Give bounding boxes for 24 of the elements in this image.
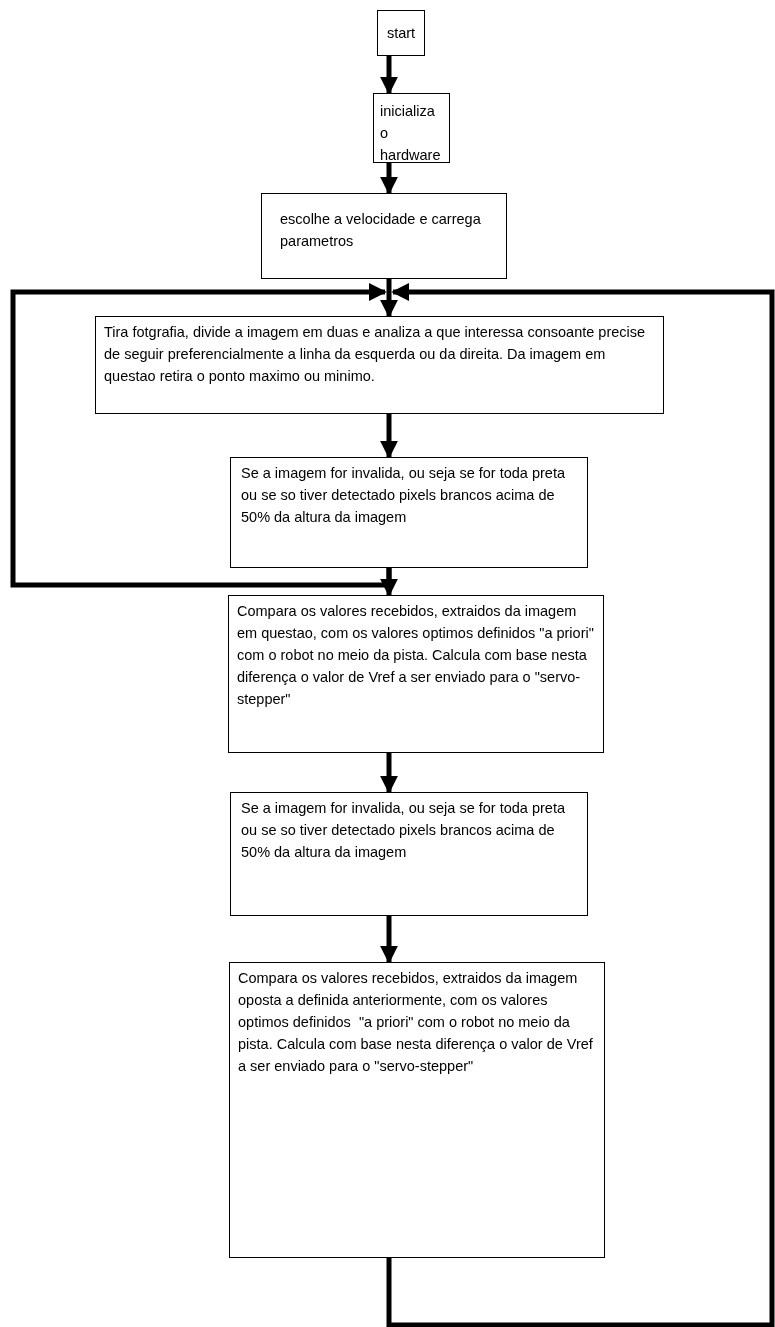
arrow xyxy=(380,414,398,459)
process-box xyxy=(230,792,588,916)
arrow xyxy=(380,753,398,794)
process-box xyxy=(95,316,664,414)
process-box xyxy=(229,962,605,1258)
process-box xyxy=(377,10,425,56)
box-text: Se a imagem for invalida, ou seja se for toda preta ou se so tiver detectado pixels brancos acima de 50% da altura da imagem xyxy=(241,800,566,860)
arrow xyxy=(380,56,398,95)
box-text: Compara os valores recebidos, extraidos da imagem em questao, com os valores optimos definidos "a priori" com o robot no meio da pista. Calcula com base nesta diferença o valor de Vref a ser enviado para o "servo-stepper" xyxy=(237,603,595,707)
box-text: inicializa o hardware xyxy=(380,103,441,163)
arrow xyxy=(380,163,398,195)
process-box xyxy=(228,595,604,753)
box-text: start xyxy=(386,24,416,43)
box-text: Se a imagem for invalida, ou seja se for toda preta ou se so tiver detectado pixels brancos acima de 50% da altura da imagem xyxy=(241,465,566,525)
process-box xyxy=(261,193,507,279)
process-box xyxy=(373,93,450,163)
box-text: Tira fotgrafia, divide a imagem em duas e analiza a que interessa consoante precise de seguir preferencialmente a linha da esquerda ou da direita. Da imagem em questao retira o ponto maximo ou minimo. xyxy=(104,324,647,384)
arrow xyxy=(380,916,398,964)
box-text: escolhe a velocidade e carrega parametros xyxy=(280,211,482,249)
arrow xyxy=(10,283,392,588)
arrow xyxy=(380,279,398,318)
process-box xyxy=(230,457,588,568)
arrow xyxy=(386,283,775,1327)
box-text: Compara os valores recebidos, extraidos da imagem oposta a definida anteriormente, com os valores optimos definidos "a priori" com o robot no meio da pista. Calcula com base nesta diferença o valor de Vref a ser enviado para o "servo-stepper" xyxy=(238,970,594,1074)
